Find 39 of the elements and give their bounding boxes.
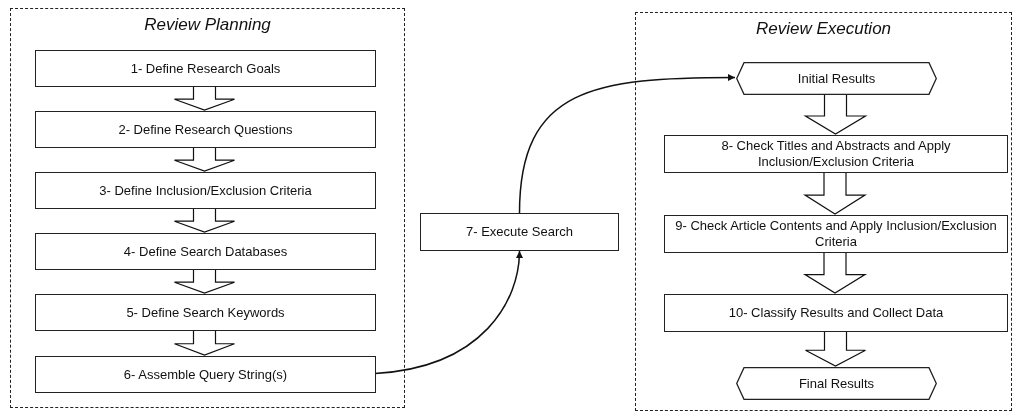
block-arrow (173, 329, 236, 356)
process-box (664, 215, 1008, 253)
step-label: 4- Define Search Databases (123, 243, 288, 260)
step-label: 2- Define Research Questions (118, 121, 293, 138)
block-arrow (173, 85, 236, 111)
process-box (35, 294, 376, 331)
step-label: 5- Define Search Keywords (126, 304, 285, 321)
block-arrow (173, 207, 236, 233)
process-box (664, 294, 1008, 332)
process-box (35, 50, 376, 87)
dashed-group-frame (635, 12, 1012, 411)
dashed-group-frame (10, 8, 405, 408)
hexagon-terminal (736, 367, 937, 400)
block-arrow (802, 171, 868, 215)
block-arrow (803, 93, 868, 135)
block-arrow (173, 268, 236, 294)
step-label: 9- Check Article Contents and Apply Inclusion/Exclusion Criteria (674, 218, 998, 250)
process-box (420, 213, 619, 251)
step-label: 6- Assemble Query String(s) (123, 366, 288, 383)
terminal-label: Final Results (798, 375, 875, 392)
block-arrow (173, 146, 236, 172)
step-label: 8- Check Titles and Abstracts and Apply Inclusion/Exclusion Criteria (720, 138, 952, 170)
step-label: 10- Classify Results and Collect Data (728, 305, 944, 321)
process-box (35, 356, 376, 393)
step-label: 1- Define Research Goals (130, 60, 281, 77)
group-title: Review Planning (143, 15, 272, 35)
block-arrow (804, 330, 867, 367)
group-title: Review Execution (754, 19, 893, 39)
block-arrow (802, 251, 868, 294)
curved-arrow (374, 250, 523, 375)
process-box (35, 172, 376, 209)
process-box (35, 111, 376, 148)
process-box (664, 135, 1008, 173)
step-label: 3- Define Inclusion/Exclusion Criteria (99, 182, 312, 199)
step-label: 7- Execute Search (466, 224, 573, 240)
process-box (35, 233, 376, 270)
curved-arrow (518, 74, 736, 214)
terminal-label: Initial Results (797, 70, 876, 87)
hexagon-terminal (736, 62, 937, 95)
